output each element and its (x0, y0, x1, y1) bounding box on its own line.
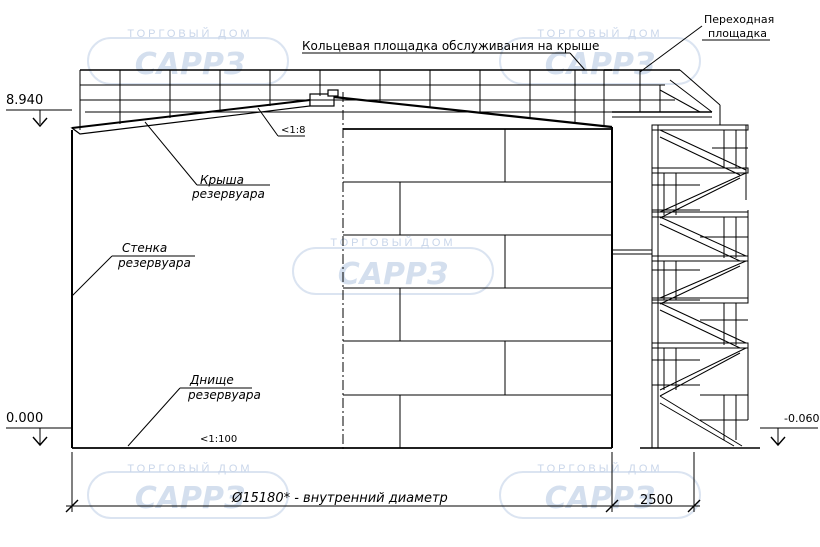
bottom-label-2: резервуара (187, 388, 261, 402)
ring-platform-railing (79, 69, 612, 130)
stair-offset-dimension: 2500 (640, 493, 673, 508)
transition-platform-label-1: Переходная (704, 13, 774, 26)
callout-roof-slope: <1:8 (257, 107, 305, 137)
elevation-ground: -0.060 (760, 412, 819, 447)
roof-label-1: Крыша (200, 173, 244, 187)
callout-transition-platform: Переходная площадка (639, 13, 774, 73)
watermark-bottom-right: ТОРГОВЫЙ ДОМ САРРЗ (499, 462, 701, 519)
ring-platform-label: Кольцевая площадка обслуживания на крыше (302, 39, 599, 53)
callout-bottom-slope: <1:100 (200, 434, 237, 445)
watermark-bottom-left: ТОРГОВЫЙ ДОМ САРРЗ (87, 462, 289, 519)
elevation-top: 8.940 (6, 93, 72, 128)
dimension-lines (65, 452, 701, 513)
callout-bottom: Днище резервуара (127, 373, 261, 447)
callout-wall: Стенка резервуара (71, 241, 195, 297)
watermark-line1: ТОРГОВЫЙ ДОМ (537, 462, 662, 475)
wall-label-1: Стенка (122, 241, 167, 255)
diameter-dimension: Ø15180* - внутренний диаметр (231, 491, 448, 506)
watermark-center: ТОРГОВЫЙ ДОМ САРРЗ (292, 236, 494, 295)
elevation-top-value: 8.940 (6, 93, 43, 108)
watermark-line2: САРРЗ (338, 257, 449, 292)
elevation-zero: 0.000 (6, 411, 72, 447)
watermark-line1: ТОРГОВЫЙ ДОМ (127, 462, 252, 475)
watermark-top-left: ТОРГОВЫЙ ДОМ САРРЗ (87, 27, 289, 85)
wall-label-2: резервуара (117, 256, 191, 270)
elevation-zero-value: 0.000 (6, 411, 43, 426)
watermark-line2: САРРЗ (135, 481, 246, 516)
callout-roof: Крыша резервуара (144, 121, 270, 201)
roof-slope-value: <1:8 (281, 125, 305, 136)
stair-tower (612, 124, 760, 449)
watermark-line1: ТОРГОВЫЙ ДОМ (537, 27, 662, 40)
watermark-line2: САРРЗ (545, 481, 656, 516)
transition-platform-label-2: площадка (708, 27, 767, 40)
bottom-label-1: Днище (189, 373, 234, 387)
elevation-ground-value: -0.060 (784, 412, 819, 425)
roof-label-2: резервуара (191, 187, 265, 201)
callout-ring-platform: Кольцевая площадка обслуживания на крыше (302, 39, 599, 71)
wall-panels (343, 128, 612, 448)
watermark-line1: ТОРГОВЫЙ ДОМ (127, 27, 252, 40)
watermark-line1: ТОРГОВЫЙ ДОМ (330, 236, 455, 249)
watermark-line2: САРРЗ (135, 47, 246, 82)
bottom-slope-value: <1:100 (200, 434, 237, 445)
